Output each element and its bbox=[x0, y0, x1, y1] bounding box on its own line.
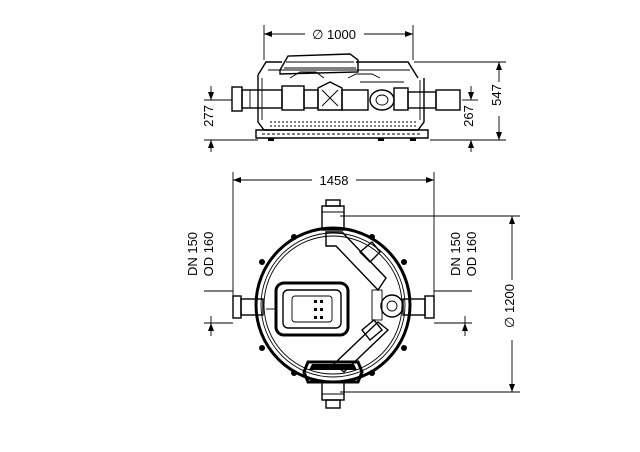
pipe-plan-right bbox=[402, 295, 435, 319]
dim-height-right-label: 267 bbox=[461, 105, 476, 127]
pipe-label-left: DN 150 OD 160 bbox=[185, 232, 233, 336]
pipe-side-left bbox=[231, 86, 283, 112]
dim-height-total: 547 bbox=[414, 61, 506, 141]
internal-piping-plan bbox=[325, 231, 404, 373]
dim-height-right: 267 bbox=[430, 86, 478, 152]
pipe-plan-bottom bbox=[321, 381, 345, 409]
dim-overall-width-label: 1458 bbox=[320, 173, 349, 188]
pipe-right-od-label: OD 160 bbox=[464, 232, 479, 277]
dim-top-width: ∅ 1000 bbox=[263, 25, 414, 60]
pipe-left-dn-label: DN 150 bbox=[185, 232, 200, 276]
plan-view: 1458 ∅ 1200 bbox=[185, 172, 520, 409]
dim-top-width-label: ∅ 1000 bbox=[312, 27, 356, 42]
internal-piping-side bbox=[281, 71, 409, 111]
dim-diameter-label: ∅ 1200 bbox=[502, 284, 517, 328]
dim-height-total-label: 547 bbox=[489, 84, 504, 106]
pipe-plan-left bbox=[232, 295, 264, 319]
lid-latch bbox=[302, 360, 364, 384]
pipe-right-dn-label: DN 150 bbox=[448, 232, 463, 276]
pipe-label-right: DN 150 OD 160 bbox=[434, 232, 479, 336]
tank-side-body bbox=[255, 53, 429, 141]
access-chamber bbox=[266, 281, 350, 337]
dim-diameter: ∅ 1200 bbox=[340, 215, 520, 393]
dim-height-left: 277 bbox=[201, 86, 258, 152]
dim-overall-width: 1458 bbox=[232, 172, 435, 304]
side-view: ∅ 1000 bbox=[201, 25, 506, 152]
dim-height-left-label: 277 bbox=[201, 105, 216, 127]
ring-bolts bbox=[259, 234, 407, 376]
pipe-side-right bbox=[407, 89, 461, 111]
pipe-left-od-label: OD 160 bbox=[201, 232, 216, 277]
pipe-plan-top bbox=[321, 199, 345, 231]
